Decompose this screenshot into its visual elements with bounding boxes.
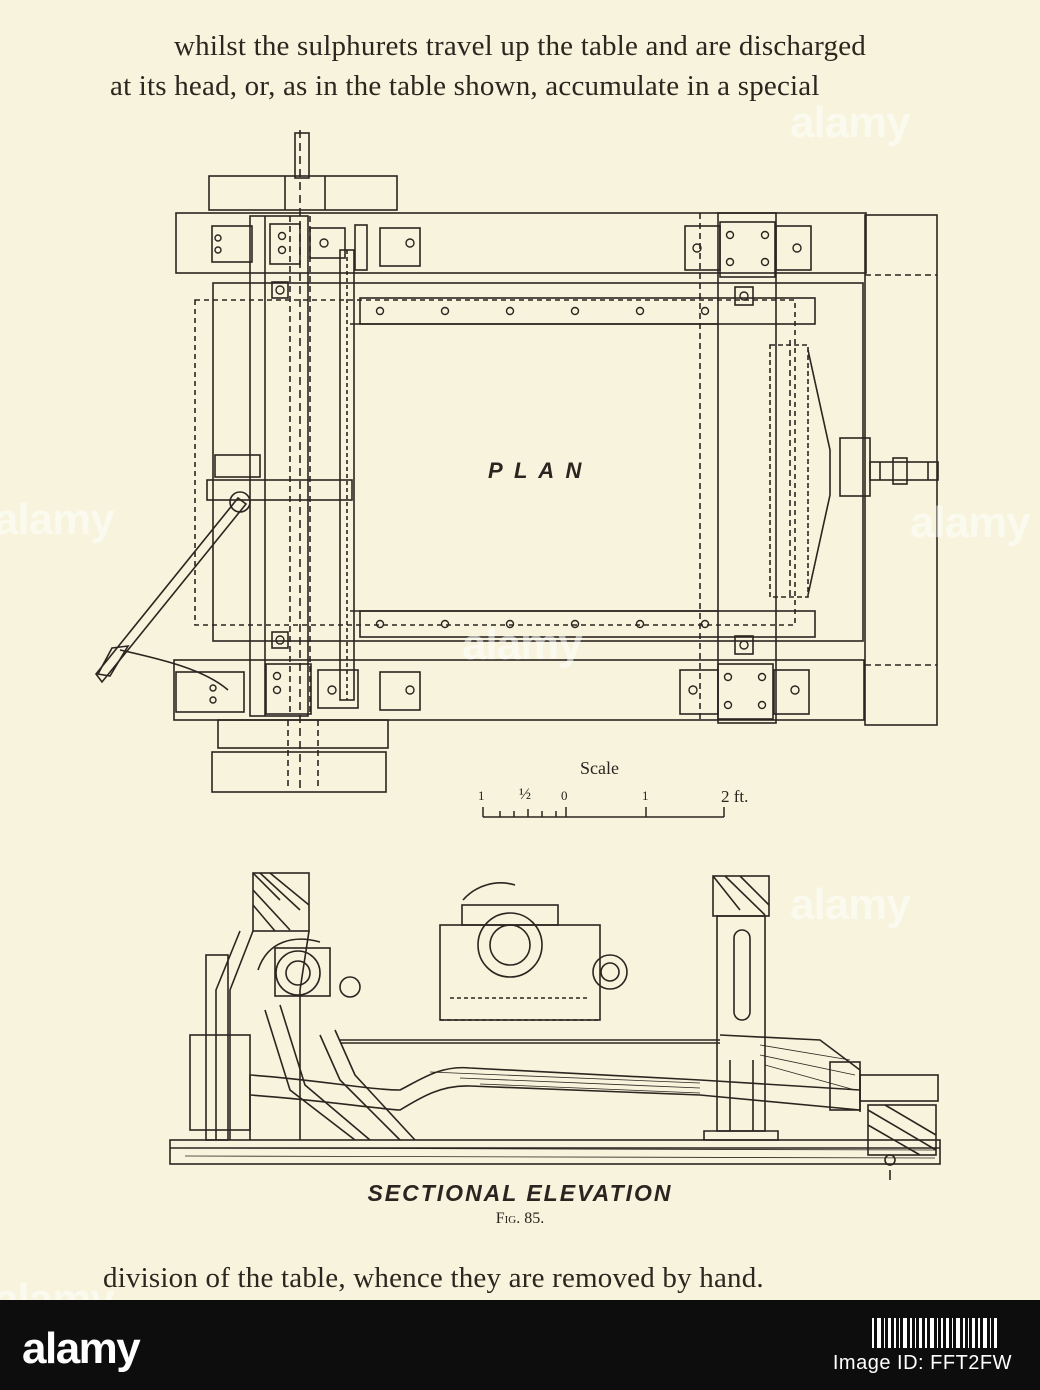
scale-tick-label: 2 ft. [721,787,749,806]
watermark: alamy [790,98,911,147]
watermark: alamy [0,495,115,544]
scale-tick-label: 0 [561,788,568,803]
watermark: alamy [790,880,911,929]
stock-footer: alamy Image ID: FFT2FW [0,1300,1040,1390]
watermark: alamy [910,498,1031,547]
scale-tick-label: ½ [519,786,531,803]
scale-title: Scale [580,758,619,778]
plan-view-drawing [94,130,939,818]
watermark: alamy [462,620,583,669]
plan-label: P L A N [488,458,585,483]
barcode-icon [872,1318,997,1348]
scale-tick-label: 1 [642,788,649,803]
scale-tick-label: 1 [478,788,485,803]
body-text-line-1: whilst the sulphurets travel up the tabl… [174,30,866,62]
footer-logo: alamy [22,1324,141,1373]
sectional-elevation-drawing [169,872,941,1180]
body-text-line-3: division of the table, whence they are r… [103,1262,764,1294]
book-page: whilst the sulphurets travel up the tabl… [0,30,1031,1300]
body-text-line-2: at its head, or, as in the table shown, … [110,70,820,102]
figure-caption: Fig. 85. [495,1210,545,1227]
footer-image-id: Image ID: FFT2FW [832,1352,1012,1374]
watermark: alamy [0,1275,115,1300]
section-label: SECTIONAL ELEVATION [367,1180,673,1206]
